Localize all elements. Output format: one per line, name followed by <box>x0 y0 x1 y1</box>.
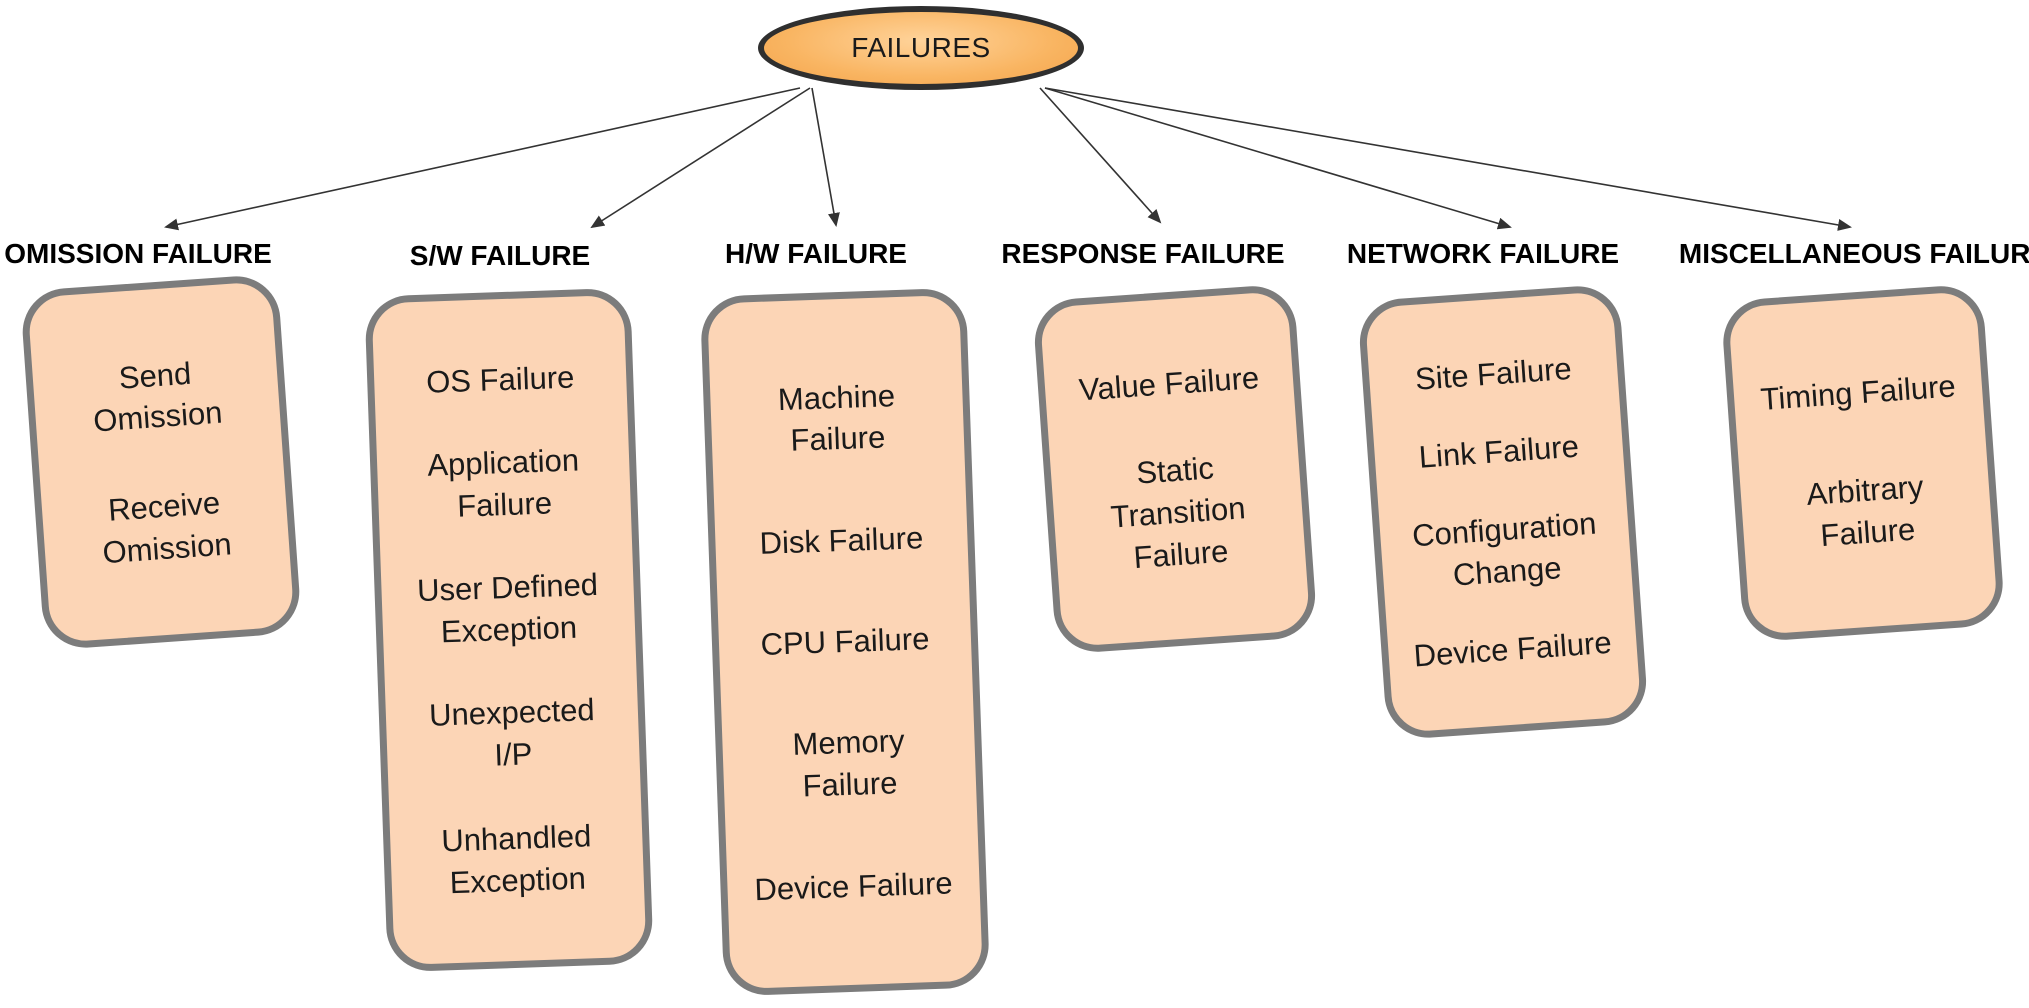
item-unhandled-exception: Unhandled Exception <box>440 817 592 900</box>
item-memory-failure: Memory Failure <box>791 723 906 804</box>
category-title-hardware: H/W FAILURE <box>725 238 907 269</box>
arrow-to-misc <box>1044 87 1852 231</box>
category-title-misc: MISCELLANEOUS FAILURE <box>1678 238 2029 269</box>
arrow-to-omission <box>164 87 801 231</box>
item-os-failure: OS Failure <box>425 359 575 400</box>
item-user-defined-exception: User Defined Exception <box>416 567 599 650</box>
category-box-hardware: Machine Failure Disk Failure CPU Failure… <box>699 287 991 997</box>
item-application-failure: Application Failure <box>426 442 580 524</box>
item-device-failure-hw: Device Failure <box>753 865 954 907</box>
category-box-omission: Send Omission Receive Omission <box>19 273 303 651</box>
item-disk-failure: Disk Failure <box>759 519 924 561</box>
root-label: FAILURES <box>851 32 991 63</box>
category-title-response: RESPONSE FAILURE <box>1001 238 1285 269</box>
item-device-failure-net: Device Failure <box>1412 624 1613 674</box>
item-link-failure: Link Failure <box>1417 428 1580 475</box>
arrow-to-hardware <box>811 87 840 227</box>
item-site-failure: Site Failure <box>1413 351 1573 397</box>
item-value-failure: Value Failure <box>1077 359 1261 407</box>
category-title-software: S/W FAILURE <box>409 240 591 271</box>
category-title-omission: OMISSION FAILURE <box>4 238 272 269</box>
arrow-to-software <box>590 87 811 229</box>
category-box-misc: Timing Failure Arbitrary Failure <box>1720 283 2006 643</box>
item-timing-failure: Timing Failure <box>1759 368 1957 418</box>
category-title-network: NETWORK FAILURE <box>1346 238 1620 269</box>
item-static-transition-failure: Static Transition Failure <box>1109 450 1247 575</box>
item-machine-failure: Machine Failure <box>777 377 896 459</box>
item-configuration-change: Configuration Change <box>1411 505 1598 593</box>
category-box-network: Site Failure Link Failure Configuration … <box>1356 283 1650 741</box>
root-node-failures: FAILURES <box>758 6 1084 90</box>
arrow-to-network <box>1044 87 1512 230</box>
arrow-to-response <box>1039 87 1162 224</box>
category-box-software: OS Failure Application Failure User Defi… <box>364 287 654 973</box>
item-receive-omission: Receive Omission <box>101 484 233 570</box>
item-arbitrary-failure: Arbitrary Failure <box>1805 468 1925 553</box>
item-send-omission: Send Omission <box>92 355 224 439</box>
item-cpu-failure: CPU Failure <box>760 621 930 663</box>
item-unexpected-ip: Unexpected I/P <box>428 692 596 773</box>
category-box-response: Value Failure Static Transition Failure <box>1031 283 1319 655</box>
